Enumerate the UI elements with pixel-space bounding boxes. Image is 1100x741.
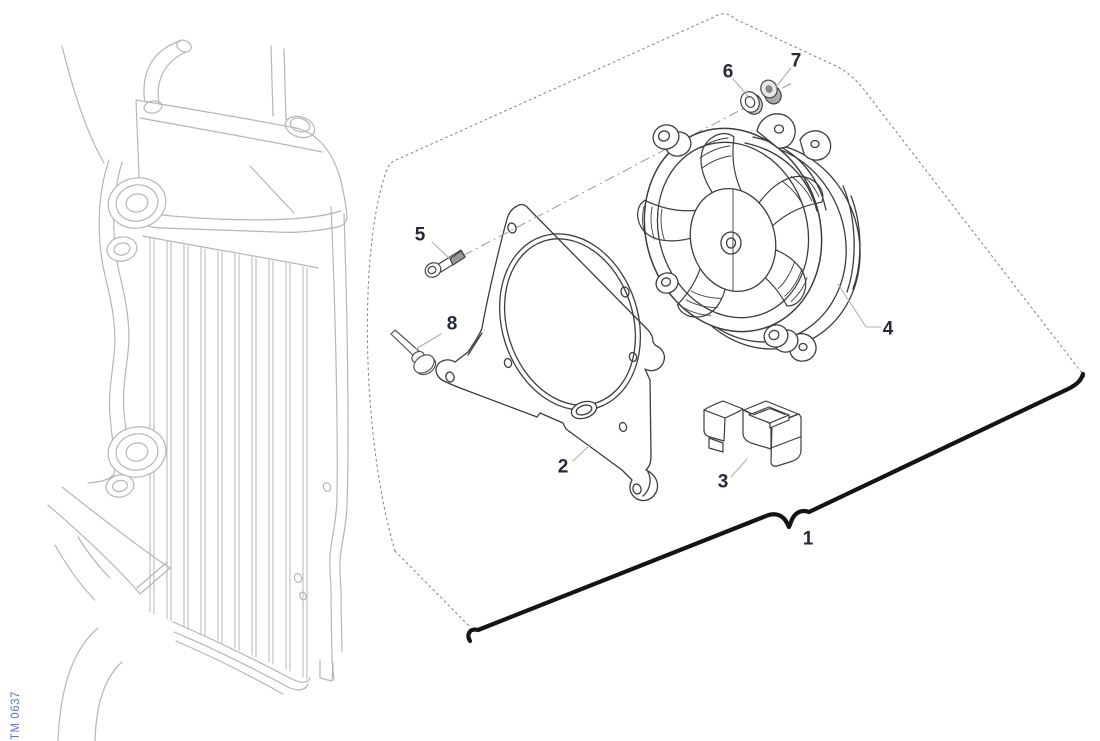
corner-curve	[57, 627, 99, 741]
shroud-hole	[503, 357, 513, 369]
leader-6	[732, 78, 749, 97]
leader-2	[572, 443, 592, 462]
screw-head-socket	[427, 265, 437, 275]
leader-4	[837, 283, 882, 328]
ear-top-left-hole	[657, 130, 671, 142]
frame-tube	[61, 45, 105, 164]
lower-bracket-band-top	[61, 486, 171, 569]
leader-3	[730, 458, 748, 478]
panel-hole	[322, 482, 332, 492]
fan-assembly	[630, 113, 861, 362]
housing-tab-top	[799, 130, 832, 161]
connector-latch-front	[769, 414, 790, 429]
side-panel-inner	[339, 213, 349, 653]
radiator-cap-top	[289, 117, 311, 133]
group-brace	[466, 371, 1086, 644]
leader-7	[775, 67, 792, 88]
core-top-edge	[142, 235, 319, 269]
connector-right-front	[770, 413, 802, 467]
shroud-cutout-outer	[498, 233, 642, 411]
leader-lines	[415, 67, 882, 478]
screw-thread	[449, 250, 466, 266]
lower-arc	[77, 536, 111, 579]
radiator-hose	[143, 40, 181, 110]
figure-code: TM 0637	[10, 691, 22, 740]
washer	[740, 91, 763, 115]
washer-hole	[744, 96, 756, 108]
shroud-hole	[632, 483, 642, 495]
mount-bracket-outer	[87, 159, 116, 484]
rivet-head	[413, 354, 435, 374]
radiator-cap	[284, 115, 316, 139]
housing-depth-lines	[842, 185, 861, 293]
shroud-depth-line	[467, 332, 651, 497]
radiator-hose-inner	[157, 51, 187, 108]
shroud-hole	[445, 371, 455, 383]
bottom-tank-line	[173, 631, 309, 691]
connector-mid-face	[742, 409, 772, 450]
side-panel-outer	[329, 206, 338, 681]
screw	[424, 249, 466, 278]
ear-bottom-hole	[768, 329, 780, 341]
lower-bracket-band-bottom	[47, 504, 141, 595]
assembly-axis-centerline	[427, 82, 793, 275]
ear-top-right-hole	[773, 124, 785, 134]
lower-arc	[54, 544, 96, 601]
callout-8: 8	[446, 313, 458, 335]
radiator-fins	[149, 237, 308, 680]
fan-mount-ears	[652, 113, 799, 353]
housing-tab-bottom-hole	[798, 342, 808, 352]
core-bottom-edge	[172, 621, 311, 683]
push-rivet	[390, 329, 437, 376]
leader-8	[415, 333, 442, 350]
bottom-tank-lower	[175, 640, 284, 695]
shroud-hole	[620, 286, 630, 298]
upper-grommet	[106, 177, 167, 262]
shroud-drain-cup-inner	[575, 404, 593, 416]
panel-outline-dotted	[366, 13, 1086, 628]
callout-2: 2	[557, 456, 569, 478]
callout-5: 5	[414, 224, 426, 246]
expansion-tank	[135, 99, 348, 233]
hose-joint	[143, 100, 163, 114]
connector	[703, 400, 802, 467]
shroud-hole	[507, 222, 517, 234]
panel-hole	[293, 573, 303, 583]
tank-bottom-flange	[143, 210, 342, 221]
callout-1: 1	[802, 528, 814, 550]
fan-shroud	[435, 203, 666, 502]
housing-tab-top-hole	[810, 139, 820, 149]
panel-hole	[299, 591, 307, 601]
callout-7: 7	[790, 50, 802, 72]
hub-center-ring	[720, 231, 742, 255]
ear-bottom-left-hole	[660, 277, 672, 287]
nut-hole	[765, 85, 773, 93]
callout-6: 6	[722, 61, 734, 83]
hose-end	[176, 39, 192, 53]
callout-4: 4	[882, 318, 894, 340]
leader-5	[431, 241, 450, 259]
connector-seam	[770, 436, 801, 449]
lower-grommet	[105, 426, 167, 498]
callout-3: 3	[717, 471, 729, 493]
hub-center-hole	[725, 237, 737, 249]
shroud-plate	[435, 203, 666, 502]
shroud-hole	[618, 421, 628, 433]
connector-left-front	[703, 409, 726, 442]
panel-foot	[319, 659, 334, 682]
nut	[760, 79, 782, 105]
corner-curve	[94, 661, 123, 741]
tank-top-face-line	[139, 117, 323, 153]
connector-foot-tab	[708, 437, 724, 453]
frame-post	[270, 45, 287, 121]
radiator-reference-drawing	[47, 39, 349, 741]
lower-bracket-band-end	[136, 562, 171, 595]
connector-latch-lines	[752, 407, 786, 416]
shroud-cutout-inner	[503, 238, 637, 406]
connector-left-top	[703, 400, 744, 419]
tank-seam	[249, 165, 295, 214]
shroud-hole	[628, 351, 638, 363]
